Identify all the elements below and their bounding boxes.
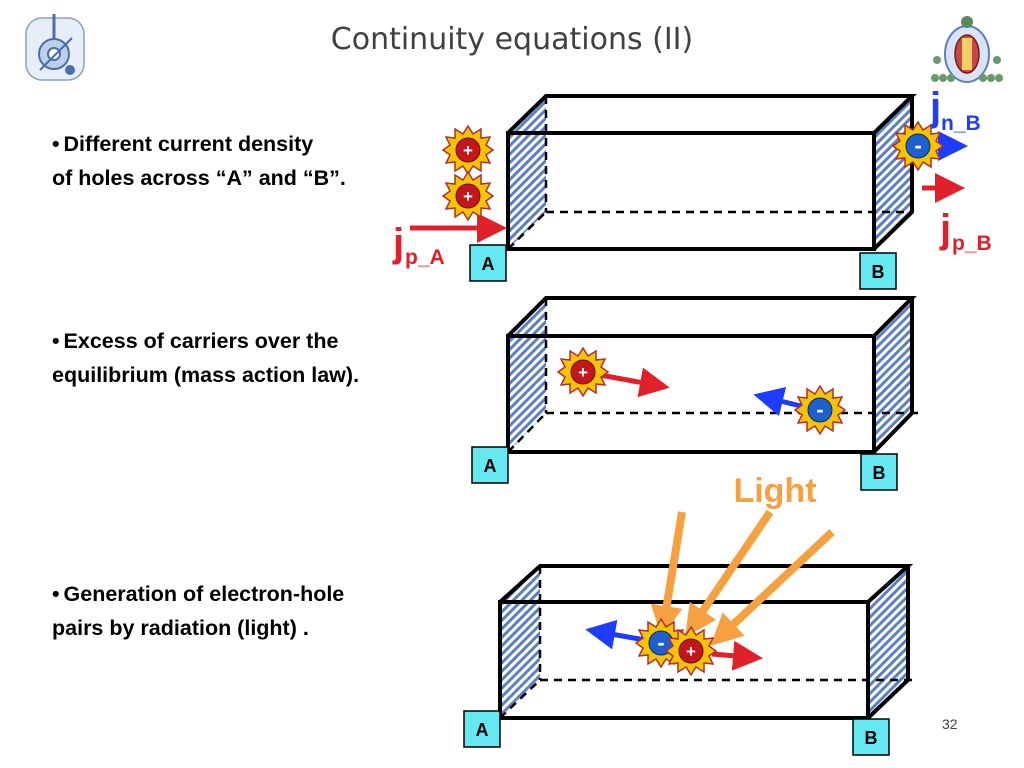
svg-text:+: + xyxy=(463,187,473,206)
svg-text:-: - xyxy=(816,397,823,422)
jp-a-sub: p_A xyxy=(405,246,445,269)
svg-text:-: - xyxy=(914,133,921,158)
box1-label-a: A xyxy=(482,254,495,274)
box3-label-b: B xyxy=(865,728,878,748)
page-number: 32 xyxy=(942,716,958,732)
box1-label-b: B xyxy=(872,262,885,282)
light-ray-1 xyxy=(650,511,686,638)
box-1 xyxy=(506,94,917,251)
box3-label-a: A xyxy=(476,720,489,740)
box-3 xyxy=(498,564,915,720)
jp-b-sub: p_B xyxy=(952,232,992,255)
slide-title: Continuity equations (II) xyxy=(330,22,694,57)
box3-hole-arrow xyxy=(711,640,763,671)
bullet-2-line2: equilibrium (mass action law). xyxy=(52,363,360,387)
bullet-2: •Excess of carriers over the equilibrium… xyxy=(52,329,360,387)
svg-text:-: - xyxy=(657,630,664,655)
bullet-1-line2: of holes across “A” and “B”. xyxy=(52,166,346,190)
bullet-2-line1: Excess of carriers over the xyxy=(63,329,339,353)
jn-b-main: j xyxy=(929,85,941,129)
bullet-3-line1: Generation of electron-hole xyxy=(63,582,345,606)
left-logo xyxy=(25,14,85,81)
hole-2: + xyxy=(442,171,494,221)
light-label: Light xyxy=(733,472,816,510)
box2-electron-arrow xyxy=(753,386,806,417)
box3-label-b-bg xyxy=(852,718,890,756)
hole-4: + xyxy=(665,626,717,676)
hole-1: + xyxy=(442,125,494,175)
box1-label-a-bg xyxy=(469,244,507,282)
box3-electron-arrow xyxy=(585,619,646,650)
box2-hole-arrow xyxy=(599,367,670,398)
bullet-3-line2: pairs by radiation (light) . xyxy=(52,616,309,640)
bullet-1-line1: Different current density xyxy=(63,132,314,156)
svg-text:+: + xyxy=(578,363,588,382)
bullet-1: •Different current density of holes acro… xyxy=(52,132,346,190)
face-a-hatch xyxy=(508,96,546,249)
jn-b-sub: n_B xyxy=(941,112,981,135)
box1-label-b-bg xyxy=(859,252,897,290)
light-ray-2 xyxy=(685,509,774,638)
light-ray-3 xyxy=(710,529,835,646)
svg-text:+: + xyxy=(686,642,696,661)
box3-label-a-bg xyxy=(463,710,501,748)
electron-2: - xyxy=(794,385,846,435)
box2-label-b-bg xyxy=(860,453,898,491)
box2-label-a: A xyxy=(484,456,497,476)
hole-3: + xyxy=(557,347,609,397)
right-logo xyxy=(931,16,1003,83)
electron-1: - xyxy=(892,121,944,171)
bullet-3: •Generation of electron-hole pairs by ra… xyxy=(52,582,345,640)
box2-label-b: B xyxy=(873,463,886,483)
box2-label-a-bg xyxy=(471,446,509,484)
face-b-hatch xyxy=(874,96,912,249)
svg-text:+: + xyxy=(463,141,473,160)
jp-b-main: j xyxy=(939,207,951,251)
box-2 xyxy=(506,296,918,454)
jp-a-main: j xyxy=(392,221,404,265)
